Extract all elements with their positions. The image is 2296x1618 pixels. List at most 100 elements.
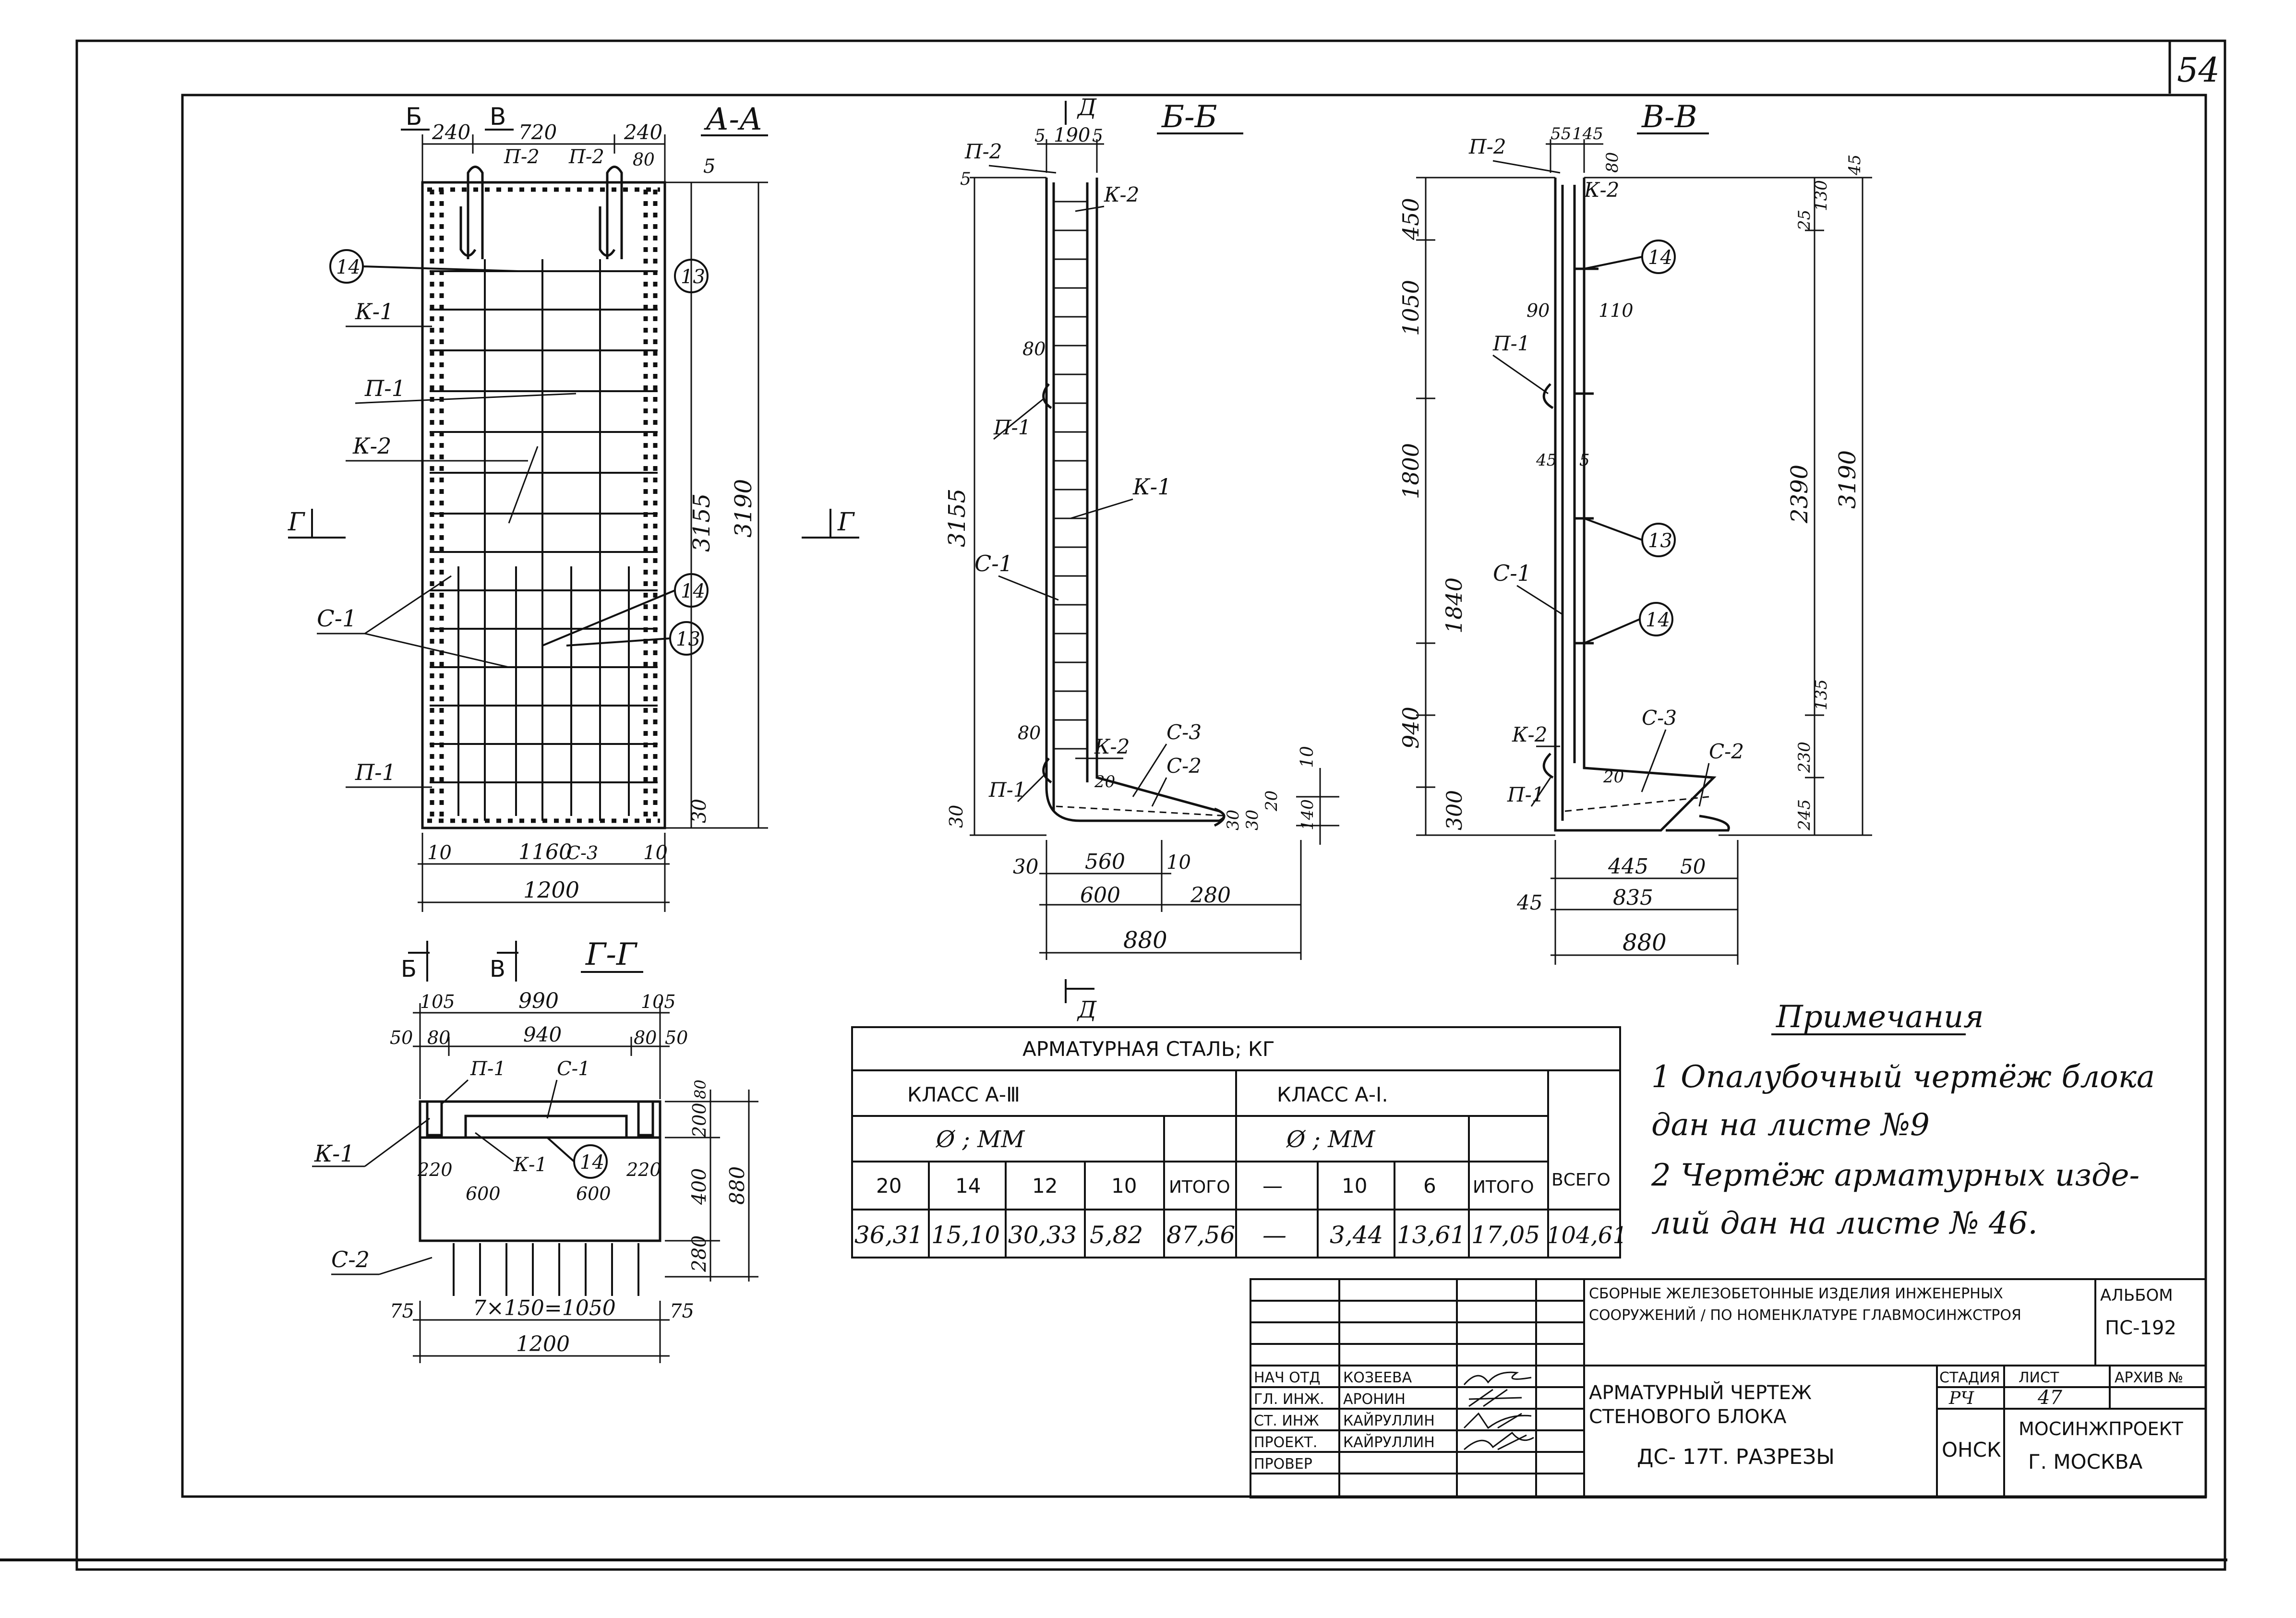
gg-cut-b: Б: [401, 956, 417, 983]
gg-dim-top-2: 105: [641, 991, 676, 1012]
aa-title: А-А: [704, 102, 763, 137]
gg-dim-top-4: 80: [427, 1027, 450, 1048]
aa-dim-30: 30: [688, 799, 710, 823]
gg-dim-top-5: 940: [523, 1023, 562, 1046]
aa-dim-bottom-2: 10: [643, 842, 668, 864]
vv-dim-top-2: 80: [1603, 152, 1622, 173]
vv-title: В-В: [1641, 99, 1697, 135]
aa-dim-3155: 3155: [688, 493, 715, 552]
steel-a3-value-2: 30,33: [1008, 1221, 1077, 1249]
vv-dim-local-2: 45: [1536, 451, 1557, 470]
gg-callout-14: 14: [580, 1151, 604, 1174]
aa-dim-1200: 1200: [523, 877, 579, 903]
gg-dim-bottom-0: 75: [390, 1300, 414, 1322]
aa-label-p2a: П-2: [504, 146, 540, 168]
gg-dim-right-3: 280: [688, 1235, 710, 1272]
aa-dim-3190: 3190: [730, 479, 757, 538]
steel-a3-value-3: 5,82: [1090, 1221, 1143, 1249]
vv-dim-bottom-3: 835: [1613, 886, 1653, 910]
vv-callout-13: 13: [1648, 530, 1672, 552]
steel-total-a3: ИТОГО: [1169, 1177, 1230, 1197]
gg-dim-right-0: 80: [691, 1079, 709, 1099]
aa-dim-top-2: 240: [624, 120, 662, 144]
steel-a3-diam-0: 20: [876, 1174, 902, 1198]
bb-dim-bottom-0: 30: [1013, 855, 1038, 878]
vv-label-k2b: К-2: [1512, 723, 1547, 746]
steel-grand-value: 104,61: [1547, 1222, 1627, 1249]
vv-dim-top-1: 145: [1572, 124, 1603, 144]
tb-stage-label: СТАДИЯ: [1939, 1369, 2000, 1386]
vv-label-p1a: П-1: [1492, 332, 1530, 355]
aa-callout-14a: 14: [336, 256, 361, 278]
aa-label-p1b: П-1: [355, 759, 396, 785]
bb-dim-right-1: 30: [1243, 810, 1262, 830]
bb-dim-bottom-4: 280: [1190, 883, 1231, 908]
steel-a3-value-1: 15,10: [931, 1221, 1000, 1249]
aa-callout-13a: 13: [681, 266, 705, 288]
tb-role-4: ПРОВЕР: [1254, 1456, 1312, 1473]
aa-label-p1a: П-1: [364, 375, 406, 401]
bb-label-c1: С-1: [974, 551, 1013, 576]
bb-dim-bottom-3: 600: [1080, 883, 1120, 908]
vv-label-c3: С-3: [1642, 706, 1677, 730]
gg-dim-mid-2: 600: [576, 1183, 611, 1204]
gg-label-c2: С-2: [331, 1246, 370, 1272]
bb-dim-right-3: 140: [1298, 799, 1317, 830]
gg-dim-top-0: 105: [420, 991, 455, 1012]
vv-dim-left-4: 940: [1398, 707, 1424, 749]
aa-label-p2b: П-2: [568, 146, 604, 168]
tb-dept: ОНСК: [1942, 1438, 2001, 1462]
steel-grand-total: ВСЕГО: [1551, 1170, 1611, 1190]
aa-dim-top-4: 5: [703, 156, 715, 178]
bb-cut-d-bottom: Д: [1077, 996, 1097, 1023]
gg-dim-bottom-2: 75: [670, 1300, 694, 1322]
view-bb: Б-Б Д Д: [944, 94, 1339, 1023]
vv-dim-left-5: 300: [1443, 790, 1467, 830]
bb-label-k2a: К-2: [1104, 183, 1139, 206]
notes-line-3: лий дан на листе № 46.: [1651, 1206, 2038, 1241]
gg-dim-bottom-1: 7×150=1050: [473, 1296, 616, 1320]
vv-label-c2: С-2: [1709, 740, 1744, 763]
signatures: [1463, 1371, 1534, 1450]
aa-dim-bottom-0: 10: [427, 842, 452, 864]
aa-dim-bottom-1: 1160: [518, 840, 572, 864]
view-aa: А-А Б В: [288, 102, 859, 912]
vv-label-p2: П-2: [1468, 135, 1506, 158]
notes-title: Примечания: [1776, 999, 1984, 1035]
vv-dim-local-3: 5: [1579, 451, 1590, 470]
vv-callout-14b: 14: [1646, 609, 1670, 631]
bb-dim-30: 30: [946, 805, 967, 828]
aa-callout-14b: 14: [681, 580, 705, 602]
vv-dim-bottom-1: 50: [1680, 855, 1706, 878]
vv-dim-top-0: 55: [1551, 124, 1571, 144]
vv-dim-left-2: 1800: [1398, 443, 1424, 499]
steel-a3-diam-1: 14: [955, 1174, 981, 1198]
notes-line-2: 2 Чертёж арматурных изде-: [1651, 1158, 2140, 1193]
steel-diam-a1: Ø ; ММ: [1286, 1126, 1376, 1153]
steel-class-a1: КЛАСС А-Ⅰ.: [1277, 1083, 1388, 1106]
tb-series-line1: СБОРНЫЕ ЖЕЛЕЗОБЕТОННЫЕ ИЗДЕЛИЯ ИНЖЕНЕРНЫ…: [1589, 1285, 2003, 1302]
steel-a1-value-0: —: [1262, 1221, 1286, 1249]
aa-cut-b: Б: [406, 103, 422, 131]
bb-dim-bottom-2: 10: [1166, 851, 1191, 874]
tb-drawing-line1: АРМАТУРНЫЙ ЧЕРТЕЖ: [1589, 1381, 1812, 1404]
tb-org-line1: МОСИНЖПРОЕКТ: [2019, 1418, 2184, 1439]
steel-total-a1: ИТОГО: [1473, 1177, 1534, 1197]
gg-cut-v: В: [490, 956, 505, 983]
gg-dim-top-6: 80: [634, 1027, 657, 1048]
gg-dim-mid-3: 220: [626, 1159, 661, 1180]
steel-a1-value-1: 3,44: [1330, 1221, 1383, 1249]
vv-dim-right-0: 45: [1845, 155, 1864, 176]
steel-a1-diam-0: —: [1262, 1174, 1283, 1198]
steel-table: АРМАТУРНАЯ СТАЛЬ; КГ КЛАСС А-Ⅲ КЛАСС А-Ⅰ…: [851, 1026, 1627, 1258]
vv-dim-right-5: 135: [1812, 679, 1831, 710]
aa-label-k1: К-1: [355, 299, 394, 324]
notes-line-1: дан на листе №9: [1651, 1107, 1930, 1143]
bb-dim-top-1: 190: [1054, 124, 1090, 146]
gg-dim-right-1: 200: [689, 1103, 710, 1138]
tb-album-label: АЛЬБОМ: [2100, 1286, 2173, 1305]
view-gg: Г-Г Б В: [312, 937, 758, 1363]
bb-dim-5: 5: [960, 169, 971, 189]
